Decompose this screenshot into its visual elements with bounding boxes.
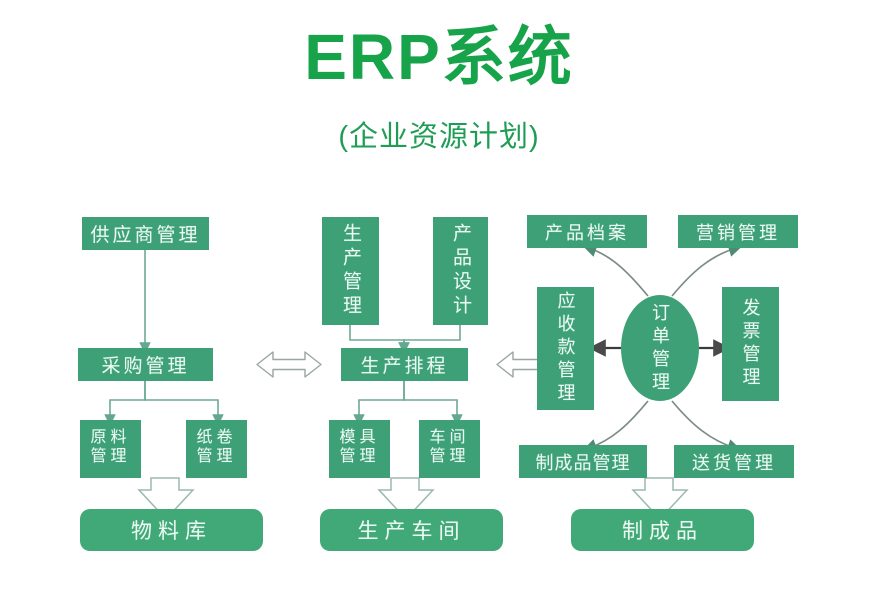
node-production-mgmt[interactable]: 生产管理 xyxy=(322,217,379,325)
connector-production-to-schedule xyxy=(349,325,461,355)
node-label: 订单管理 xyxy=(650,302,670,395)
connector-order-to-delivery xyxy=(671,400,742,453)
node-production-schedule[interactable]: 生产排程 xyxy=(341,348,468,381)
node-purchase-mgmt[interactable]: 采购管理 xyxy=(78,348,213,381)
node-product-design[interactable]: 产品设计 xyxy=(433,217,488,325)
connector-purchase-schedule-double-arrow xyxy=(256,351,322,378)
node-label-line2: 管理 xyxy=(339,447,380,465)
node-label-line1: 车间 xyxy=(429,429,470,446)
node-label: 送货管理 xyxy=(692,452,776,473)
node-label-line1: 纸卷 xyxy=(196,429,237,446)
node-product-archive[interactable]: 产品档案 xyxy=(527,215,647,248)
node-label: 产品设计 xyxy=(450,223,471,319)
node-label: 营销管理 xyxy=(696,222,780,243)
node-workshop-mgmt[interactable]: 车间 管理 xyxy=(419,420,480,478)
node-label: 生产排程 xyxy=(360,356,449,377)
connector-schedule-to-mold-workshop xyxy=(353,381,463,427)
node-label: 物料库 xyxy=(131,520,212,543)
connector-order-to-finished-goods-mgmt xyxy=(582,400,649,453)
node-production-workshop[interactable]: 生产车间 xyxy=(320,509,503,551)
page-subtitle: (企业资源计划) xyxy=(338,121,540,153)
node-label: 发票管理 xyxy=(740,298,761,390)
node-material-mgmt[interactable]: 原料 管理 xyxy=(80,420,141,478)
node-marketing-mgmt[interactable]: 营销管理 xyxy=(678,215,798,248)
node-order-mgmt[interactable]: 订单管理 xyxy=(632,295,688,402)
node-label: 生产车间 xyxy=(357,520,466,543)
node-mold-mgmt[interactable]: 模具 管理 xyxy=(329,420,390,478)
node-finished-goods[interactable]: 制成品 xyxy=(571,509,754,551)
connector-purchase-to-materials xyxy=(104,381,224,427)
node-invoice-mgmt[interactable]: 发票管理 xyxy=(722,287,779,401)
node-label-line2: 管理 xyxy=(429,447,470,465)
node-label: 采购管理 xyxy=(101,356,190,377)
connector-order-to-product-archive xyxy=(582,243,649,297)
node-label-line1: 模具 xyxy=(339,429,380,446)
node-label: 制成品 xyxy=(622,520,703,543)
node-label-line1: 原料 xyxy=(90,429,131,446)
node-supplier-mgmt[interactable]: 供应商管理 xyxy=(82,217,209,250)
node-receivable-mgmt[interactable]: 应收款管理 xyxy=(537,287,594,410)
node-label: 产品档案 xyxy=(545,222,629,243)
node-label: 生产管理 xyxy=(340,223,361,319)
node-material-warehouse[interactable]: 物料库 xyxy=(80,509,263,551)
node-label: 制成品管理 xyxy=(535,452,631,473)
node-paper-roll-mgmt[interactable]: 纸卷 管理 xyxy=(186,420,247,478)
node-delivery-mgmt[interactable]: 送货管理 xyxy=(674,445,794,478)
page-title: ERP系统 xyxy=(304,21,574,93)
node-finished-goods-mgmt[interactable]: 制成品管理 xyxy=(519,445,647,478)
node-label: 应收款管理 xyxy=(555,291,576,406)
node-label-line2: 管理 xyxy=(90,447,131,465)
node-label-line2: 管理 xyxy=(196,447,237,465)
node-label: 供应商管理 xyxy=(90,225,201,246)
